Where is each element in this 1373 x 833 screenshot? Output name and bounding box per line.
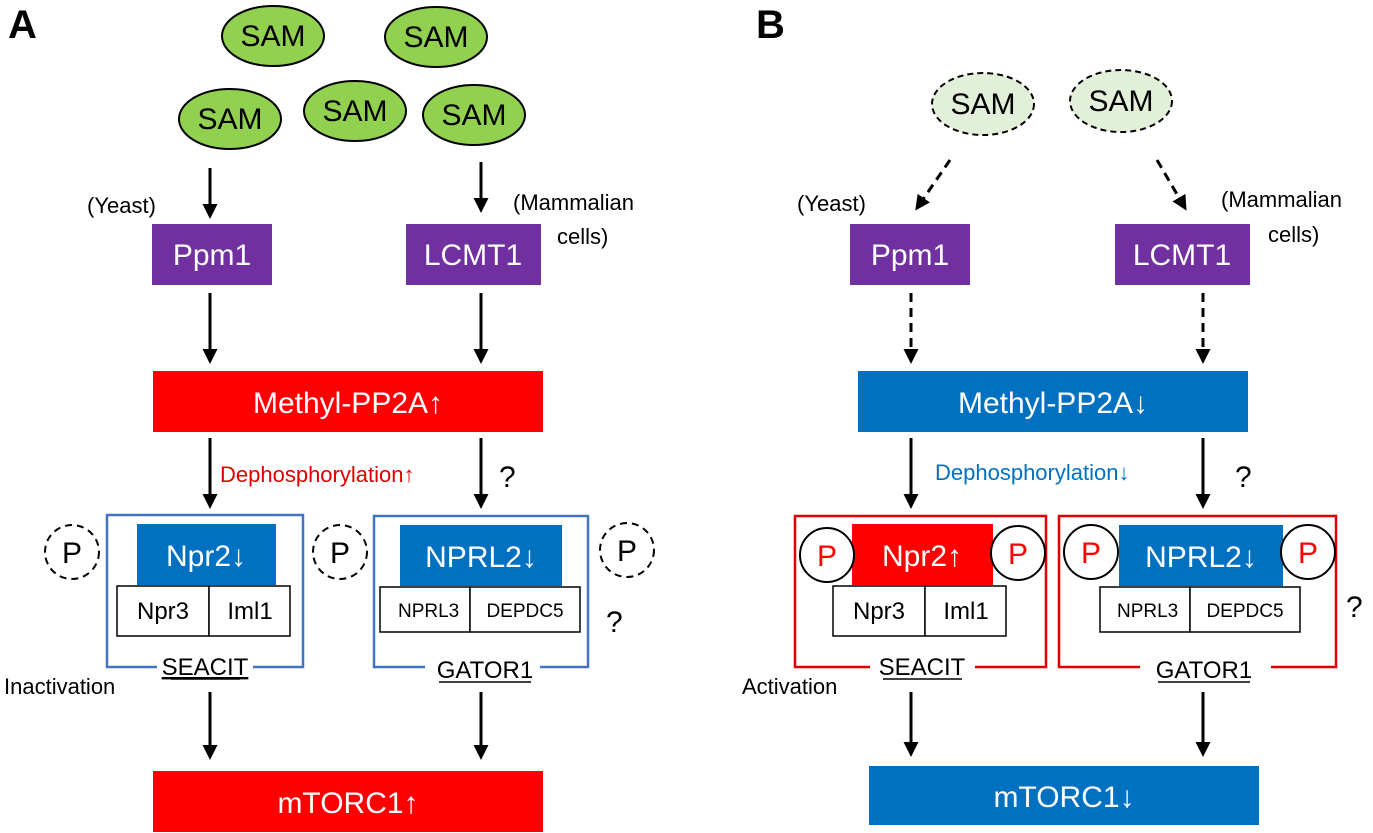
ppm1-box-a — [152, 224, 272, 285]
sam-label: SAM — [322, 95, 387, 128]
sam-cluster-a: SAM SAM SAM SAM SAM — [178, 5, 526, 150]
sam-label: SAM — [441, 99, 506, 132]
mtorc1-label-a: mTORC1↑ — [277, 787, 418, 820]
depdc5-label-a: DEPDC5 — [486, 601, 563, 622]
iml1-label-a: Iml1 — [227, 598, 272, 625]
phosphate-dashed-right-a — [599, 522, 655, 578]
iml1-label-b: Iml1 — [943, 598, 988, 625]
sam-ellipse — [303, 80, 407, 142]
npr3-box-b — [832, 585, 926, 637]
depdc5-label-b: DEPDC5 — [1206, 601, 1283, 622]
phosphate-solid — [1280, 524, 1336, 580]
mtorc1-box-b — [869, 766, 1259, 825]
gator1-frame-a — [372, 514, 590, 669]
sam-label: SAM — [403, 21, 468, 54]
npr2-box-b — [852, 524, 993, 585]
ppm1-label-a: Ppm1 — [173, 239, 251, 272]
phosphate-label: P — [1298, 537, 1318, 570]
nprl3-label-a: NPRL3 — [398, 601, 459, 622]
nprl2-label-b: NPRL2↓ — [1145, 541, 1257, 574]
nprl2-label-a: NPRL2↓ — [425, 541, 537, 574]
phosphate-dashed-left-a — [44, 524, 100, 580]
gator1-label-a: GATOR1 — [437, 657, 533, 684]
sam-label: SAM — [950, 88, 1015, 121]
gator1-label-b: GATOR1 — [1156, 657, 1252, 684]
arrow-sam-ppm1-b — [915, 159, 952, 211]
sam-ellipse-dashed — [1069, 69, 1173, 133]
sam-ellipse — [422, 84, 526, 146]
npr2-box-a — [137, 524, 276, 585]
methyl-pp2a-label-b: Methyl-PP2A↓ — [958, 387, 1148, 420]
nprl3-box-a — [379, 586, 471, 633]
methyl-pp2a-box-b — [858, 371, 1248, 432]
npr3-label-a: Npr3 — [137, 598, 189, 625]
iml1-box-a — [208, 585, 291, 637]
seacit-label-b: SEACIT — [879, 654, 966, 681]
sam-ellipse-dashed — [931, 72, 1035, 136]
lcmt1-label-b: LCMT1 — [1133, 239, 1231, 272]
mammal-label-b-2: cells) — [1268, 222, 1319, 247]
phosphate-label: P — [62, 537, 82, 570]
depdc5-box-a — [469, 586, 581, 633]
phosphate-label: P — [817, 540, 837, 573]
phosphate-label: P — [1081, 537, 1101, 570]
mammal-label-a-2: cells) — [557, 224, 608, 249]
depdc5-box-b — [1189, 586, 1301, 633]
seacit-frame-b — [793, 514, 1048, 669]
npr2-label-a: Npr2↓ — [166, 540, 246, 573]
lcmt1-box-a — [406, 224, 541, 285]
panel-a: A SAM SAM SAM SAM SAM (Yeast) (Mammalian… — [4, 3, 655, 832]
lcmt1-label-a: LCMT1 — [424, 239, 522, 272]
question-gator-a: ? — [499, 461, 516, 494]
dephos-label-a: Dephosphorylation↑ — [220, 462, 414, 487]
phosphate-label: P — [1008, 538, 1028, 571]
panel-a-label: A — [8, 3, 37, 47]
nprl2-box-b — [1119, 525, 1283, 586]
yeast-label-a: (Yeast) — [87, 193, 156, 218]
sam-ellipse — [221, 5, 325, 67]
phosphate-dashed-mid-a — [312, 524, 368, 580]
arrow-sam-lcmt1-b — [1155, 159, 1187, 211]
question-right-a: ? — [606, 606, 623, 639]
sam-ellipse — [178, 88, 282, 150]
question-right-b: ? — [1346, 591, 1363, 624]
nprl3-box-b — [1099, 586, 1191, 633]
state-label-b: Activation — [742, 674, 837, 699]
phosphate-label: P — [617, 535, 637, 568]
sam-label: SAM — [240, 20, 305, 53]
methyl-pp2a-box-a — [153, 371, 543, 432]
npr2-label-b: Npr2↑ — [882, 540, 962, 573]
nprl3-label-b: NPRL3 — [1117, 601, 1178, 622]
phosphate-label: P — [330, 537, 350, 570]
seacit-label-a: SEACIT — [162, 654, 249, 681]
nprl2-box-a — [400, 525, 562, 586]
mammal-label-a-1: (Mammalian — [513, 190, 634, 215]
panel-b-label: B — [756, 3, 785, 47]
seacit-frame-a — [105, 513, 305, 669]
mtorc1-box-a — [153, 771, 543, 832]
methyl-pp2a-label-a: Methyl-PP2A↑ — [253, 387, 443, 420]
panel-b: B SAM SAM (Yeast) (Mammalian cells) Ppm1… — [742, 3, 1363, 825]
mammal-label-b-1: (Mammalian — [1221, 187, 1342, 212]
lcmt1-box-b — [1115, 224, 1250, 285]
sam-ellipse — [384, 6, 488, 68]
dephos-label-b: Dephosphorylation↓ — [935, 460, 1129, 485]
phosphate-solid — [799, 527, 855, 583]
npr3-box-a — [116, 585, 210, 637]
npr3-label-b: Npr3 — [853, 598, 905, 625]
gator1-frame-b — [1057, 514, 1338, 669]
sam-label: SAM — [197, 103, 262, 136]
ppm1-label-b: Ppm1 — [871, 239, 949, 272]
mtorc1-label-b: mTORC1↓ — [993, 781, 1134, 814]
sam-label: SAM — [1088, 85, 1153, 118]
iml1-box-b — [924, 585, 1007, 637]
state-label-a: Inactivation — [4, 674, 115, 699]
ppm1-box-b — [850, 224, 970, 285]
question-gator-b: ? — [1235, 461, 1252, 494]
yeast-label-b: (Yeast) — [797, 191, 866, 216]
phosphate-solid — [990, 525, 1046, 581]
phosphate-solid — [1063, 524, 1119, 580]
